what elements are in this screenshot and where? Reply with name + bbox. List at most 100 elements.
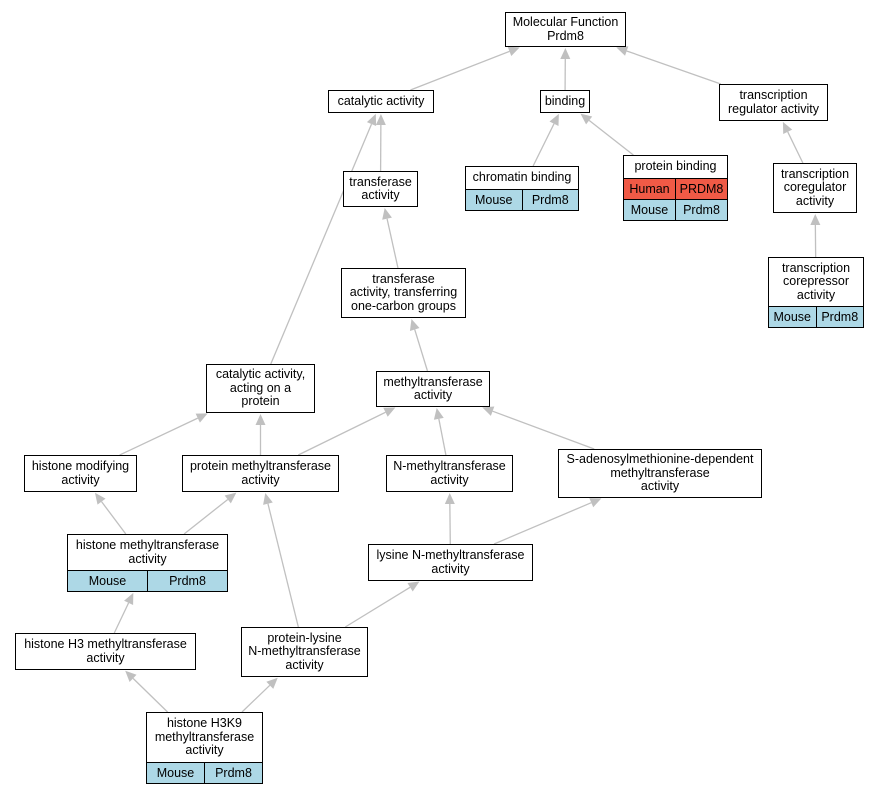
edge-cap-to-catalytic	[270, 123, 373, 365]
node-transferase-activity[interactable]: transferase activity	[343, 171, 418, 207]
edge-tca-to-tra	[787, 131, 804, 164]
node-transcription-corepressor-activity[interactable]: transcription corepressor activity Mouse…	[768, 257, 864, 328]
node-label: transferase activity, transferring one-c…	[349, 271, 458, 313]
arrowhead-h3k9-to-h3mt	[125, 670, 137, 682]
edge-protein_binding-to-binding	[588, 119, 634, 156]
arrowhead-h3mt-to-hmt	[124, 592, 134, 605]
arrowhead-tra-to-mf	[616, 46, 629, 56]
edge-hmt-to-pmt	[183, 498, 229, 535]
node-transcription-coregulator-activity[interactable]: transcription coregulator activity	[773, 163, 857, 213]
node-label: methyltransferase activity	[383, 374, 483, 402]
edge-plnmt-to-lnmt	[344, 586, 411, 628]
node-chromatin-binding[interactable]: chromatin binding Mouse Prdm8	[465, 166, 579, 211]
node-histone-h3-methyltransferase-activity[interactable]: histone H3 methyltransferase activity	[15, 633, 196, 670]
species-cell: Mouse	[630, 203, 669, 217]
arrowhead-pmt-to-mt	[383, 407, 396, 417]
node-label: chromatin binding	[472, 170, 572, 185]
arrowhead-lnmt-to-sam	[589, 498, 602, 508]
node-label: transcription coregulator activity	[780, 166, 850, 208]
arrowhead-sam-to-mt	[482, 406, 495, 416]
node-methyltransferase-activity[interactable]: methyltransferase activity	[376, 371, 490, 407]
annotation-row-mouse: Mouse Prdm8	[466, 189, 578, 210]
gene-cell: Prdm8	[147, 571, 227, 591]
arrowhead-tfc-to-transferase	[382, 207, 392, 220]
edge-sam-to-mt	[492, 410, 595, 450]
node-n-methyltransferase-activity[interactable]: N-methyltransferase activity	[386, 455, 513, 492]
gene-cell: Prdm8	[815, 307, 864, 327]
node-label: histone methyltransferase activity	[75, 538, 220, 566]
node-binding[interactable]: binding	[540, 90, 590, 113]
edge-tfc-to-transferase	[386, 218, 399, 269]
node-label: histone H3K9 methyltransferase activity	[154, 716, 255, 758]
node-label: protein-lysine N-methyltransferase activ…	[248, 630, 361, 672]
node-histone-h3k9-methyltransferase[interactable]: histone H3K9 methyltransferase activity …	[146, 712, 263, 784]
species-cell: Mouse	[88, 574, 127, 588]
node-label: histone modifying activity	[31, 459, 130, 487]
edge-chromatin-to-binding	[532, 123, 555, 167]
edge-h3k9-to-plnmt	[241, 684, 271, 713]
node-protein-binding[interactable]: protein binding Human PRDM8 Mouse Prdm8	[623, 155, 728, 221]
node-label: Molecular Function Prdm8	[512, 15, 619, 43]
node-sam-dependent-methyltransferase[interactable]: S-adenosylmethionine-dependent methyltra…	[558, 449, 762, 498]
arrowhead-binding-to-mf	[560, 47, 571, 60]
node-catalytic-acting-on-protein[interactable]: catalytic activity, acting on a protein	[206, 364, 315, 413]
edge-pmt-to-mt	[297, 411, 386, 456]
node-histone-methyltransferase-activity[interactable]: histone methyltransferase activity Mouse…	[67, 534, 228, 592]
node-label: transferase activity	[349, 174, 412, 202]
gene-cell: Prdm8	[521, 190, 579, 210]
gene-cell: Prdm8	[204, 763, 262, 783]
arrowhead-transferase-to-catalytic	[375, 113, 386, 126]
node-transcription-regulator-activity[interactable]: transcription regulator activity	[719, 84, 828, 121]
edge-catalytic-to-mf	[410, 50, 510, 91]
arrowhead-hma-to-cap	[195, 413, 208, 423]
arrowhead-pmt-to-cap	[255, 414, 266, 425]
node-catalytic-activity[interactable]: catalytic activity	[328, 90, 434, 113]
node-label: catalytic activity	[337, 93, 425, 108]
edge-hmt-to-hma	[101, 501, 127, 535]
node-label: binding	[544, 93, 586, 108]
node-histone-modifying-activity[interactable]: histone modifying activity	[24, 455, 137, 492]
node-label: transcription regulator activity	[727, 88, 819, 116]
edge-hma-to-cap	[119, 417, 199, 456]
arrowhead-lnmt-to-nmt	[444, 492, 455, 505]
node-label: transcription corepressor activity	[781, 260, 851, 302]
annotation-row-mouse: Mouse Prdm8	[769, 306, 863, 327]
arrowhead-chromatin-to-binding	[549, 113, 559, 126]
node-protein-methyltransferase-activity[interactable]: protein methyltransferase activity	[182, 455, 339, 492]
species-cell: Mouse	[474, 193, 513, 207]
edge-lnmt-to-sam	[493, 502, 592, 545]
gene-cell: PRDM8	[675, 179, 727, 199]
edge-plnmt-to-pmt	[267, 503, 299, 628]
node-protein-lysine-n-methyltransferase[interactable]: protein-lysine N-methyltransferase activ…	[241, 627, 368, 677]
node-label: catalytic activity, acting on a protein	[215, 367, 306, 409]
arrowhead-catalytic-to-mf	[507, 46, 520, 57]
node-molecular-function[interactable]: Molecular Function Prdm8	[505, 12, 626, 47]
arrowhead-cap-to-catalytic	[366, 113, 377, 126]
arrowhead-plnmt-to-pmt	[263, 492, 273, 505]
node-label: S-adenosylmethionine-dependent methyltra…	[566, 452, 754, 494]
arrowhead-tca-to-tra	[782, 121, 793, 134]
node-lysine-n-methyltransferase-activity[interactable]: lysine N-methyltransferase activity	[368, 544, 533, 581]
species-cell: Mouse	[773, 310, 812, 324]
node-transferase-one-carbon[interactable]: transferase activity, transferring one-c…	[341, 268, 466, 318]
arrowhead-hmt-to-hma	[94, 492, 106, 505]
arrowhead-nmt-to-mt	[433, 407, 444, 420]
edge-mt-to-tfc	[414, 329, 429, 372]
species-cell: Mouse	[156, 766, 195, 780]
arrowhead-mt-to-tfc	[409, 318, 420, 331]
annotation-row-mouse: Mouse Prdm8	[68, 570, 227, 591]
node-label: N-methyltransferase activity	[393, 459, 506, 487]
arrowhead-protein_binding-to-binding	[580, 113, 593, 125]
annotation-row-human: Human PRDM8	[624, 178, 727, 199]
node-label: protein methyltransferase activity	[189, 459, 332, 487]
arrowhead-plnmt-to-lnmt	[407, 581, 420, 592]
edge-h3k9-to-h3mt	[132, 677, 169, 713]
annotation-row-mouse: Mouse Prdm8	[624, 199, 727, 220]
gene-cell: Prdm8	[675, 200, 727, 220]
edge-tra-to-mf	[626, 50, 722, 85]
arrowhead-tcrep-to-tca	[810, 213, 821, 226]
edge-h3mt-to-hmt	[113, 602, 130, 634]
node-label: protein binding	[634, 159, 717, 174]
